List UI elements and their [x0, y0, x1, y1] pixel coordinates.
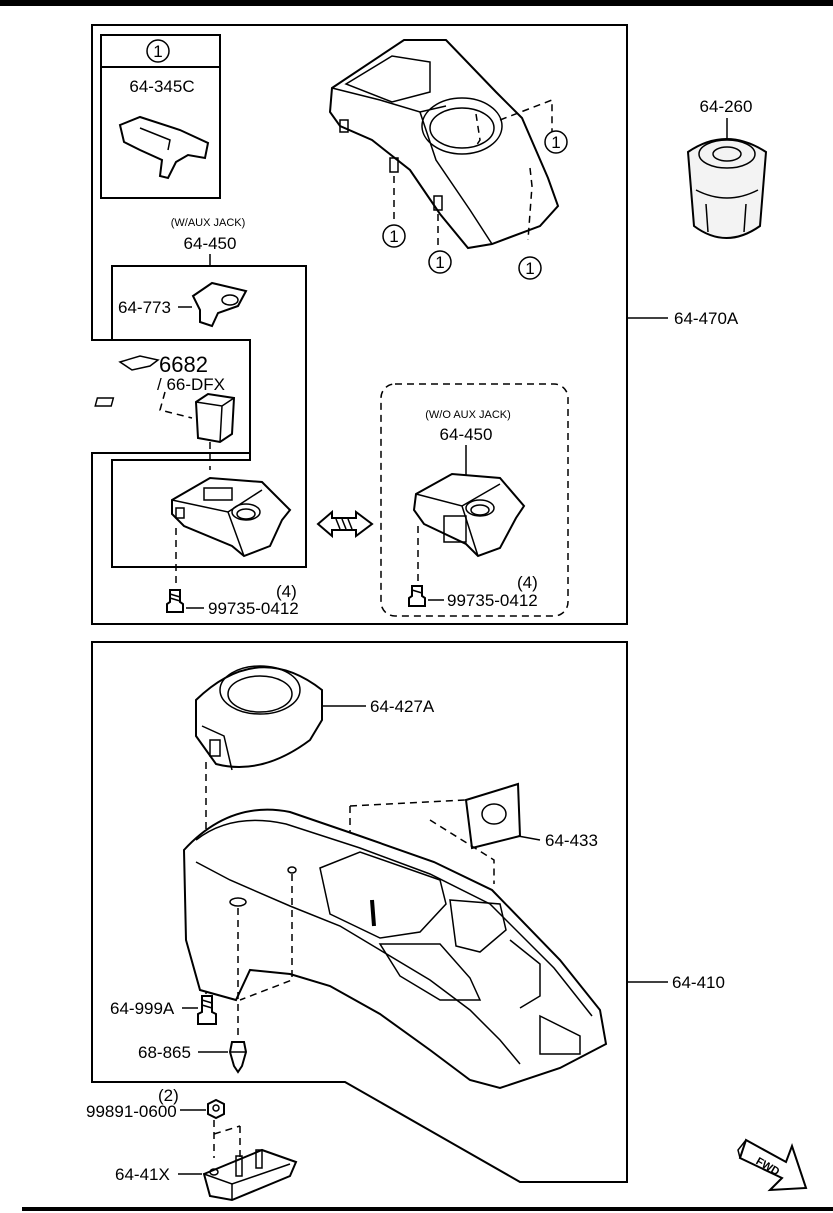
label-68-865: 68-865: [138, 1043, 191, 1062]
label-with-aux-jack: (W/AUX JACK): [171, 217, 246, 229]
svg-text:1: 1: [389, 227, 398, 246]
svg-text:1: 1: [551, 133, 560, 152]
aux-jack-module: [94, 392, 236, 470]
interchange-arrow-icon: [316, 509, 374, 539]
fwd-arrow-icon: [737, 1138, 808, 1192]
label-64-345c: 64-345C: [129, 77, 194, 96]
callout-mark-1-c: 1: [428, 250, 452, 274]
console-top-panel: [328, 39, 560, 250]
cup-insert-64-260: [686, 138, 768, 239]
shift-bezel-64-427a: [195, 665, 323, 771]
label-64-450-with-aux: 64-450: [184, 234, 237, 253]
label-99891-0600: 99891-0600: [86, 1102, 177, 1121]
clip-68-865: [228, 1041, 248, 1074]
label-64-999a: 64-999A: [110, 999, 175, 1018]
nut-99891-0600: [207, 1098, 225, 1120]
label-64-260: 64-260: [700, 97, 753, 116]
screw-99735-0412-a: [166, 589, 184, 613]
label-qty-2: (2): [158, 1086, 179, 1105]
label-without-aux-jack: (W/O AUX JACK): [425, 409, 511, 421]
label-qty-4-a: (4): [276, 582, 297, 601]
svg-text:1: 1: [435, 253, 444, 272]
svg-text:1: 1: [525, 259, 534, 278]
pointing-hand-icon: [118, 355, 160, 371]
label-64-410: 64-410: [672, 973, 725, 992]
label-99735-0412-a: 99735-0412: [208, 599, 299, 618]
bracket-with-aux: [171, 476, 292, 558]
label-64-470a: 64-470A: [674, 309, 739, 328]
callout-mark-1-a: 1: [544, 130, 568, 154]
cap-64-773: [191, 281, 248, 328]
callout-box-64-345c: 1 64-345C: [100, 34, 221, 199]
callout-mark-label: 1: [153, 42, 162, 61]
label-64-427a: 64-427A: [370, 697, 435, 716]
label-66-dfx: / 66-DFX: [157, 375, 225, 394]
pad-64-433: [464, 782, 522, 850]
bracket-64-41x: [202, 1148, 298, 1202]
label-64-41x: 64-41X: [115, 1165, 170, 1184]
screw-99735-0412-b: [408, 585, 426, 607]
callout-mark-1-b: 1: [382, 224, 406, 248]
label-64-450-without-aux: 64-450: [440, 425, 493, 444]
lower-assembly-frame: [91, 641, 628, 1183]
label-99735-0412-b: 99735-0412: [447, 591, 538, 610]
fastener-64-999a: [197, 995, 217, 1025]
label-64-773: 64-773: [118, 298, 171, 317]
bracket-without-aux: [412, 472, 526, 558]
callout-mark-1-d: 1: [518, 256, 542, 280]
console-body-64-410: [182, 808, 608, 1090]
clip-64-345c: [118, 115, 210, 180]
with-aux-subframe: [111, 265, 307, 568]
without-aux-box: [380, 383, 569, 617]
label-6682: 6682: [159, 352, 208, 377]
label-qty-4-b: (4): [517, 573, 538, 592]
label-64-433: 64-433: [545, 831, 598, 850]
